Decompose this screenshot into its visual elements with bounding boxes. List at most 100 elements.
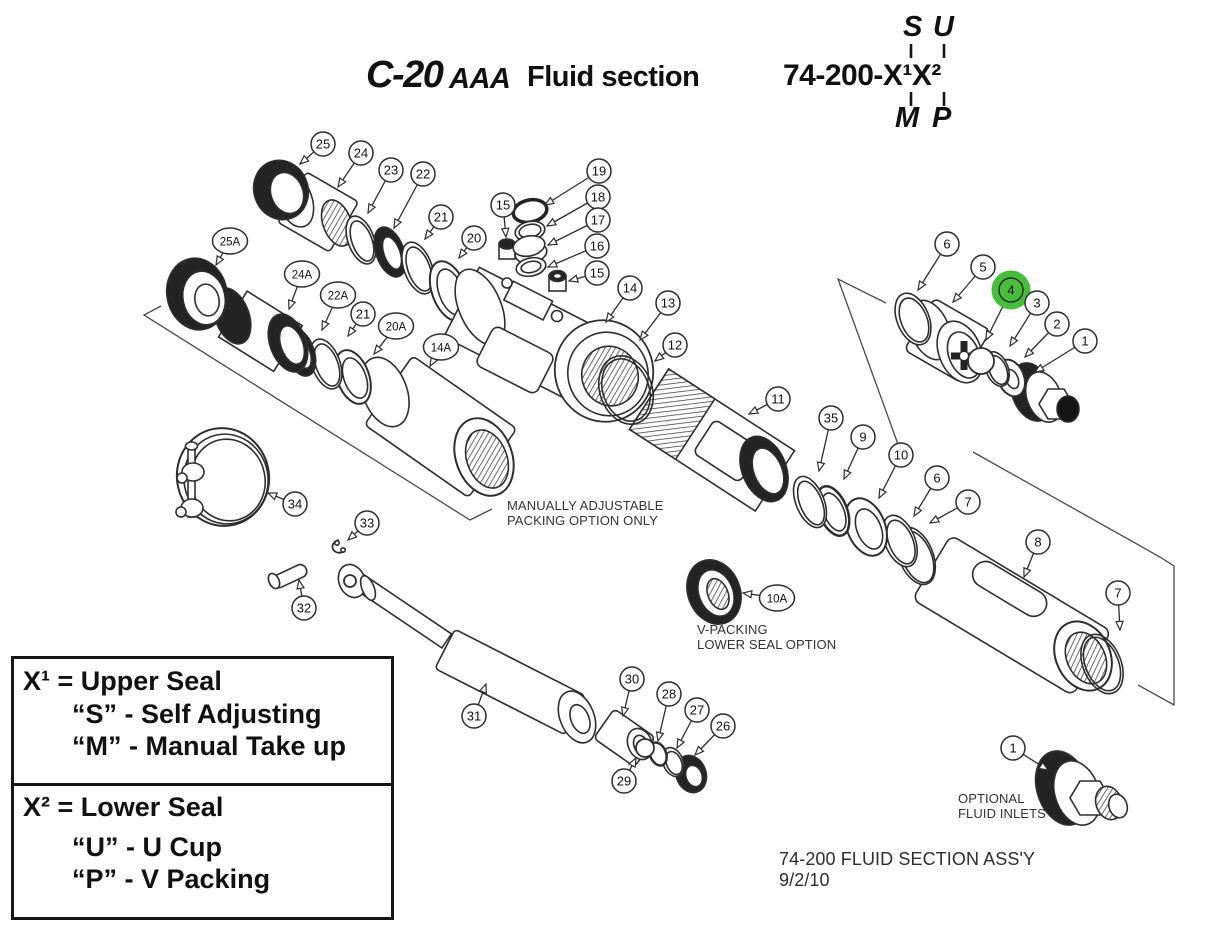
callout-30[interactable]: 30	[619, 666, 645, 718]
callout-26[interactable]: 26	[693, 713, 736, 757]
callout-21-upper[interactable]: 21	[424, 204, 454, 241]
callout-label: 21	[434, 209, 448, 224]
callout-label: 5	[979, 259, 986, 274]
part-15-plug-right	[548, 269, 567, 292]
lower-seal-option-u: “U” - U Cup	[72, 832, 222, 862]
model-title: C-20	[366, 54, 444, 96]
seal-code-connectors	[909, 44, 946, 106]
callout-20A[interactable]: 20A	[373, 312, 415, 356]
option-boundary-lines	[142, 277, 1175, 707]
callout-14A[interactable]: 14A	[422, 333, 460, 368]
lower-seal-title: X² = Lower Seal	[23, 792, 224, 822]
seal-legend-box: X¹ = Upper Seal “S” - Self Adjusting “M”…	[11, 656, 394, 920]
callout-label: 22A	[328, 290, 349, 302]
callout-label: 25A	[220, 236, 241, 248]
callout-6-top[interactable]: 6	[917, 231, 960, 292]
callout-1-bottom[interactable]: 1	[1000, 735, 1050, 771]
lower-seal-section: X² = Lower Seal “U” - U Cup “P” - V Pack…	[14, 783, 391, 917]
part-33-retaining-clip	[331, 539, 346, 554]
lower-seal-code-p: P	[932, 102, 952, 134]
callout-9[interactable]: 9	[843, 424, 876, 481]
callout-10[interactable]: 10	[878, 442, 914, 500]
callout-label: 30	[625, 671, 639, 686]
part-14-valve-body	[442, 266, 655, 423]
upper-seal-section: X¹ = Upper Seal “S” - Self Adjusting “M”…	[14, 659, 391, 783]
callout-23[interactable]: 23	[367, 157, 404, 215]
callout-8[interactable]: 8	[1023, 529, 1051, 579]
part-8-outer-cylinder	[914, 537, 1113, 694]
part-14A-cylinder-tube	[360, 356, 516, 497]
callout-label: 13	[661, 295, 675, 310]
callout-35[interactable]: 35	[816, 405, 844, 473]
upper-seal-code-s: S	[903, 11, 923, 43]
part-31-piston-rod	[337, 563, 597, 744]
callout-label: 18	[591, 189, 605, 204]
callout-2[interactable]: 2	[1023, 311, 1070, 359]
callout-7-right[interactable]: 7	[1105, 580, 1131, 632]
callout-13[interactable]: 13	[639, 290, 681, 342]
callout-label: 35	[824, 410, 838, 425]
callout-28[interactable]: 28	[655, 681, 682, 743]
callout-34[interactable]: 34	[266, 491, 308, 517]
part-4-ball	[967, 347, 995, 375]
callout-label: 23	[384, 162, 398, 177]
upper-seal-option-m: “M” - Manual Take up	[72, 731, 347, 761]
section-title: Fluid section	[527, 61, 700, 93]
callout-1-top[interactable]: 1	[1033, 328, 1098, 373]
callout-19[interactable]: 19	[543, 158, 612, 206]
part-32-pin	[267, 563, 308, 590]
lower-seal-option-p: “P” - V Packing	[72, 864, 271, 894]
callout-24A[interactable]: 24A	[283, 260, 321, 311]
callout-label: 8	[1034, 534, 1041, 549]
callout-label: 34	[288, 496, 302, 511]
callout-31[interactable]: 31	[461, 682, 487, 729]
callout-label: 31	[467, 708, 481, 723]
callout-6-mid[interactable]: 6	[913, 465, 950, 518]
callout-17[interactable]: 17	[546, 207, 611, 246]
callout-7-mid[interactable]: 7	[928, 489, 981, 524]
callout-15-left[interactable]: 15	[490, 192, 516, 239]
callout-27[interactable]: 27	[676, 697, 710, 750]
callout-label: 15	[590, 265, 604, 280]
callout-label: 28	[662, 686, 676, 701]
callout-label: 6	[933, 470, 940, 485]
part-10-u-cup	[844, 497, 888, 557]
callout-16[interactable]: 16	[546, 233, 610, 268]
callout-32[interactable]: 32	[291, 578, 317, 621]
callout-25A[interactable]: 25A	[211, 227, 249, 267]
part-6-ring-top	[894, 292, 932, 346]
part-12-o-ring	[597, 355, 655, 425]
part-6-ring-mid	[882, 514, 918, 568]
callout-14[interactable]: 14	[605, 275, 643, 324]
part-7-ring-right	[1080, 633, 1124, 695]
callout-29[interactable]: 29	[611, 756, 637, 794]
callout-11[interactable]: 11	[747, 386, 791, 415]
part-20A-washer	[334, 349, 372, 405]
callout-label: 32	[297, 600, 311, 615]
callout-label: 21	[356, 306, 370, 321]
callout-4[interactable]: 4	[985, 270, 1031, 342]
callout-21-lower[interactable]: 21	[347, 301, 376, 338]
callout-3[interactable]: 3	[1009, 290, 1050, 348]
callout-22A[interactable]: 22A	[319, 281, 357, 332]
callout-12[interactable]: 12	[653, 332, 688, 362]
callout-24[interactable]: 24	[337, 140, 374, 189]
callout-label: 29	[617, 773, 631, 788]
callout-5[interactable]: 5	[951, 254, 996, 304]
part-30-valve-cage	[594, 709, 655, 766]
callout-10A[interactable]: 10A	[741, 584, 796, 612]
callout-33[interactable]: 33	[346, 510, 380, 542]
callout-label: 27	[690, 702, 704, 717]
callout-label: 6	[943, 236, 950, 251]
upper-seal-title: X¹ = Upper Seal	[23, 666, 222, 696]
callout-22[interactable]: 22	[393, 161, 436, 230]
callout-25[interactable]: 25	[298, 131, 336, 166]
upper-seal-code-m: M	[895, 102, 920, 134]
part-16-washer	[515, 256, 547, 278]
callout-15-right[interactable]: 15	[567, 260, 610, 286]
callout-label: 1	[1009, 740, 1016, 755]
callout-20[interactable]: 20	[458, 225, 487, 260]
